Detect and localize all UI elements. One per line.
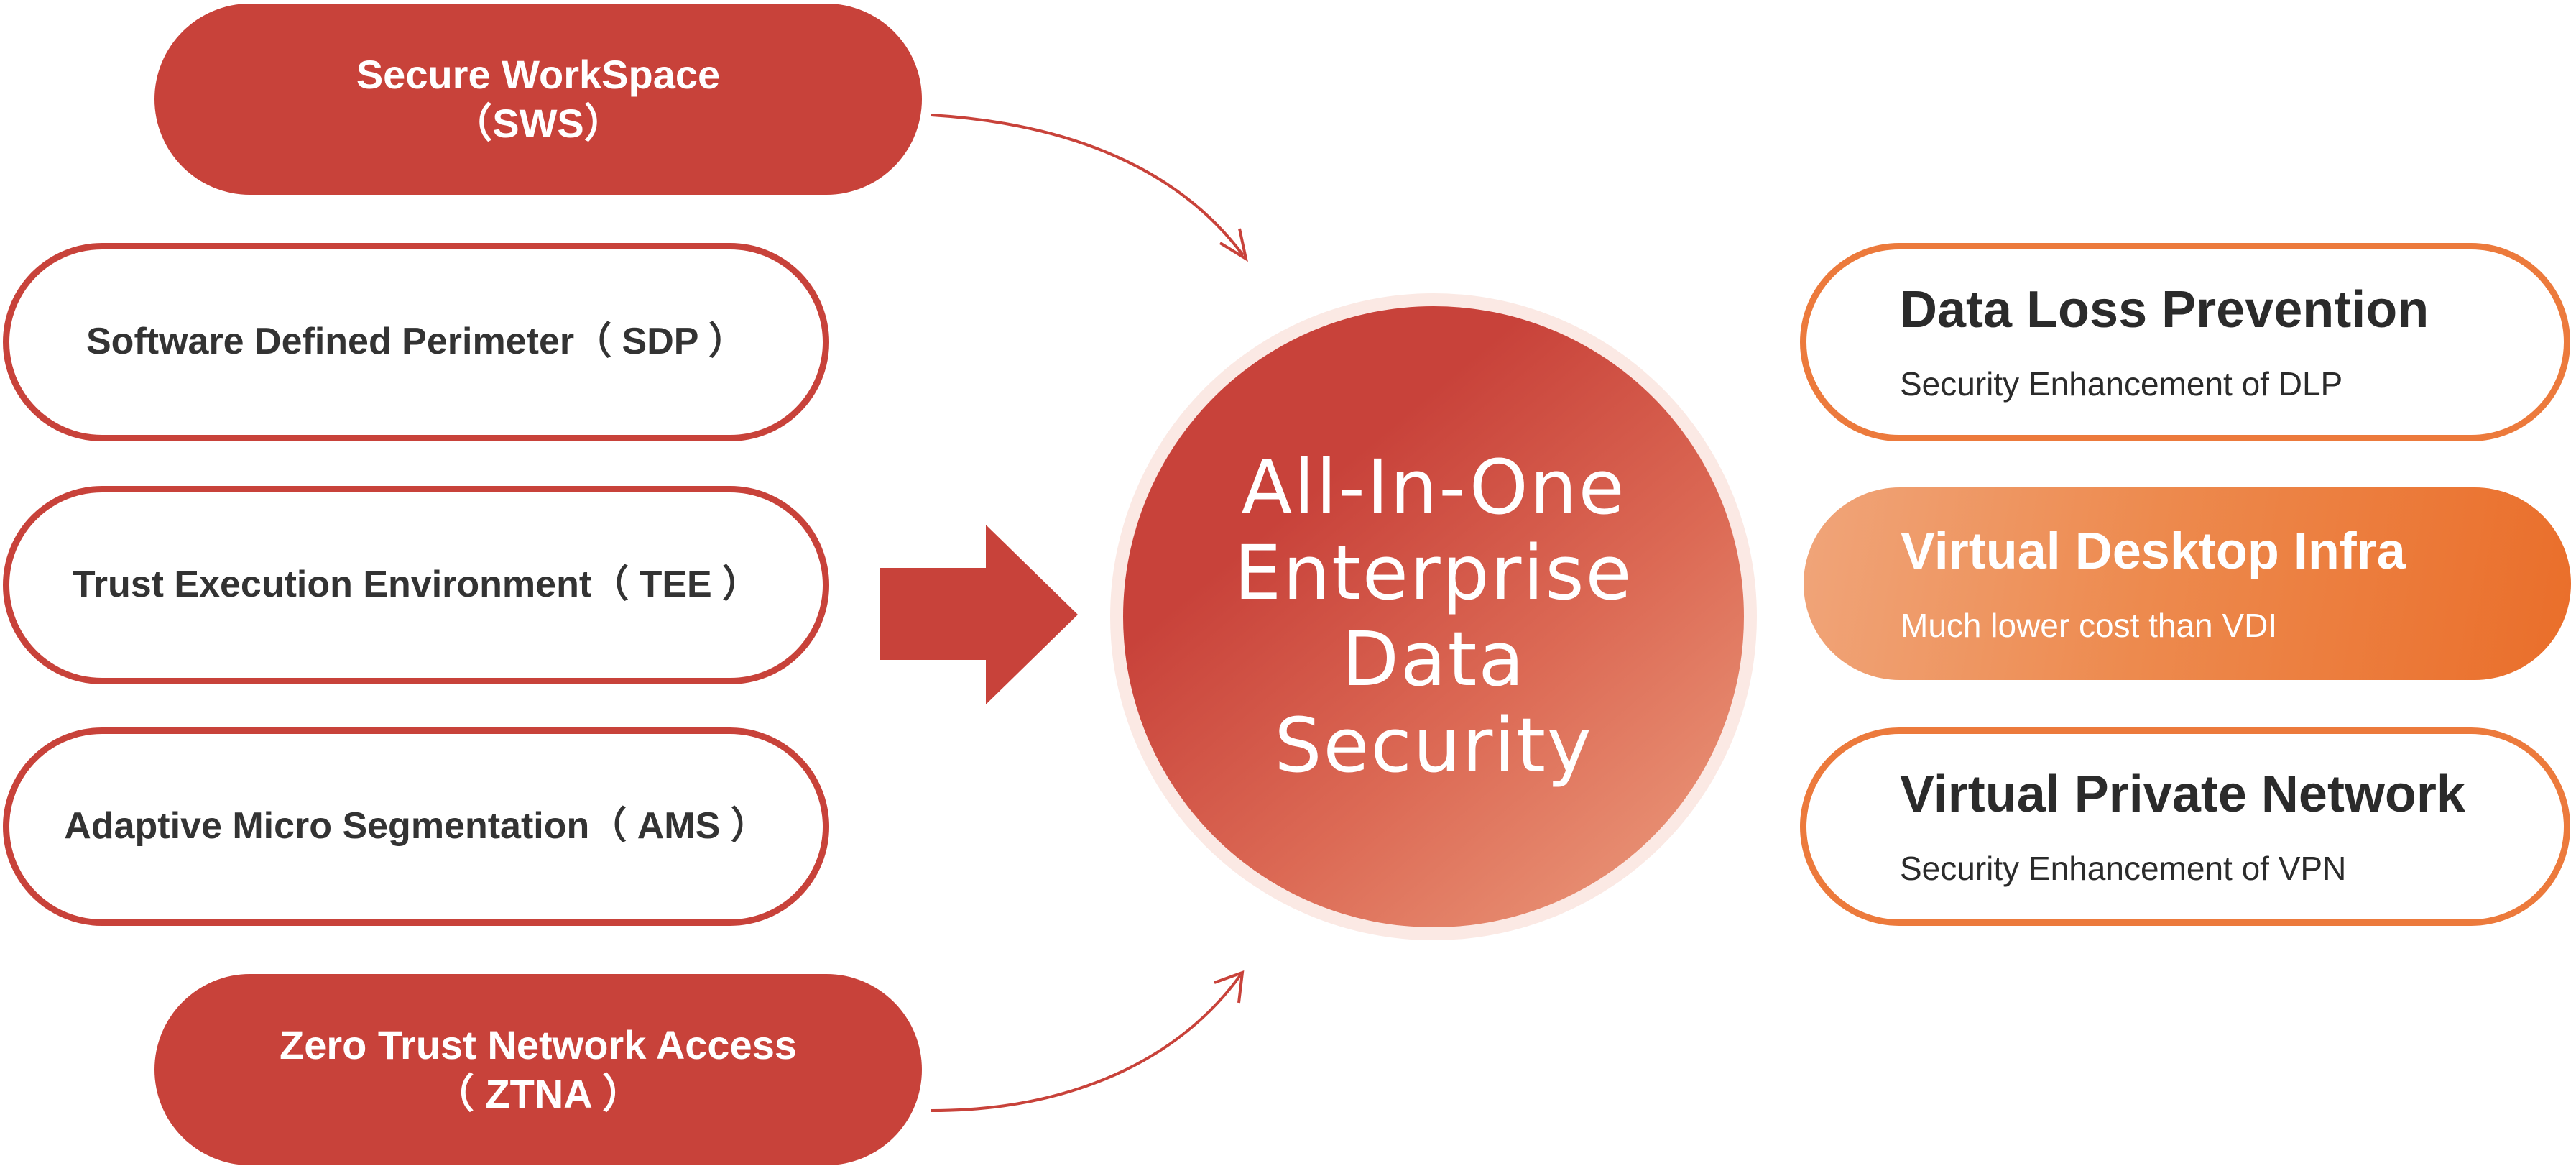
pill-dlp-subtitle: Security Enhancement of DLP xyxy=(1900,365,2343,403)
center-circle-fill: All-In-One Enterprise Data Security xyxy=(1123,306,1744,927)
pill-ztna-line-1: Zero Trust Network Access xyxy=(280,1021,797,1067)
pill-dlp-title: Data Loss Prevention xyxy=(1900,281,2429,339)
pill-vdi-subtitle: Much lower cost than VDI xyxy=(1901,607,2278,644)
pill-vpn-subtitle: Security Enhancement of VPN xyxy=(1900,850,2347,887)
pill-dlp: Data Loss Prevention Security Enhancemen… xyxy=(1800,243,2570,441)
center-circle: All-In-One Enterprise Data Security xyxy=(1110,293,1757,940)
pill-tee: Trust Execution Environment（ TEE ） xyxy=(3,486,829,684)
bottom-curved-arrow xyxy=(931,974,1242,1112)
pill-vdi-title: Virtual Desktop Infra xyxy=(1901,523,2406,580)
pill-vpn: Virtual Private Network Security Enhance… xyxy=(1800,727,2570,926)
pill-sws: Secure WorkSpace （SWS） xyxy=(154,4,922,195)
pill-sdp-label: Software Defined Perimeter（ SDP ） xyxy=(86,321,746,363)
pill-ztna-line-2: （ ZTNA ） xyxy=(433,1071,643,1116)
bottom-curved-arrowhead xyxy=(1214,970,1245,1004)
center-line-1: All-In-One xyxy=(1241,443,1626,531)
pill-sws-line-1: Secure WorkSpace xyxy=(356,51,721,97)
pill-tee-label: Trust Execution Environment（ TEE ） xyxy=(72,564,760,606)
center-line-4: Security xyxy=(1274,701,1593,789)
pill-vpn-title: Virtual Private Network xyxy=(1900,766,2465,823)
center-line-2: Enterprise xyxy=(1234,529,1633,617)
big-right-arrow xyxy=(880,525,1078,704)
pill-ztna: Zero Trust Network Access （ ZTNA ） xyxy=(154,974,922,1165)
top-curved-arrow xyxy=(931,114,1245,257)
pill-ams: Adaptive Micro Segmentation（ AMS ） xyxy=(3,727,829,926)
pill-vdi: Virtual Desktop Infra Much lower cost th… xyxy=(1804,487,2571,680)
pill-sws-line-2: （SWS） xyxy=(452,101,624,146)
pill-ams-label: Adaptive Micro Segmentation（ AMS ） xyxy=(64,805,768,848)
pill-sdp: Software Defined Perimeter（ SDP ） xyxy=(3,243,829,441)
center-line-3: Data xyxy=(1341,615,1526,703)
top-curved-arrowhead xyxy=(1219,228,1248,262)
